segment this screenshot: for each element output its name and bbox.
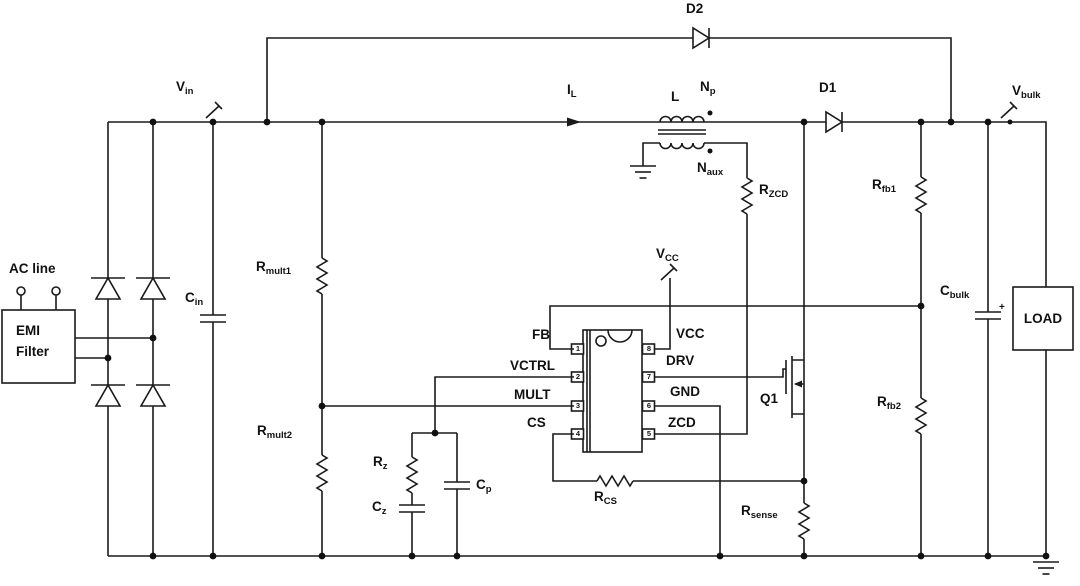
drv-gate-wire [654, 368, 786, 378]
emi-filter-label-line1: EMI [16, 323, 41, 338]
vbulk-probe-icon [1000, 101, 1018, 119]
cin-label: Cin [185, 290, 204, 308]
aux-winding-wires [642, 142, 748, 178]
controller-ic-body [582, 329, 643, 453]
vcc-probe-icon [660, 263, 678, 281]
np-label: Np [700, 79, 716, 97]
rfb1-label: Rfb1 [872, 177, 896, 195]
resistor-rz-icon [406, 456, 418, 494]
vcc-wire [654, 278, 671, 350]
pin-number-5: 5 [646, 429, 652, 438]
rcs-label: RCS [594, 489, 617, 507]
resistor-rmult1-icon [316, 257, 328, 295]
cs-wire [552, 433, 804, 482]
fb-wire [549, 305, 921, 350]
ic-pin-5 [641, 428, 656, 440]
cbulk-polarity-label: + [999, 302, 1005, 313]
rmult2-label: Rmult2 [257, 423, 293, 441]
pin-zcd-label: ZCD [668, 415, 696, 430]
pin-fb-label: FB [532, 327, 550, 342]
ac-terminal-wires [20, 295, 57, 310]
rfb2-label: Rfb2 [877, 394, 901, 412]
pin-number-7: 7 [646, 372, 652, 381]
gnd-wire [654, 405, 721, 556]
inductor-l-label: L [671, 89, 680, 104]
bridge-diode-icon [90, 384, 126, 407]
capacitor-cp-icon [443, 481, 471, 490]
emi-filter-label-line2: Filter [16, 344, 50, 359]
emi-output-wires [75, 337, 153, 359]
resistor-rcs-icon [596, 475, 634, 487]
ic-pin1-marker-icon [595, 335, 607, 347]
pin-number-2: 2 [575, 372, 581, 381]
naux-polarity-dot [707, 148, 713, 154]
inductor-primary-icon [659, 115, 705, 123]
d2-label: D2 [686, 1, 704, 16]
rzcd-label: RZCD [759, 182, 789, 200]
resistor-rmult2-icon [316, 454, 328, 492]
q1-label: Q1 [760, 391, 779, 406]
pin-drv-label: DRV [666, 353, 695, 368]
bridge-diode-icon [135, 277, 171, 300]
emi-filter-box [1, 309, 76, 384]
il-label: IL [567, 82, 577, 100]
junction-dots [104, 110, 1050, 560]
bridge-diode-icon [90, 277, 126, 300]
resistor-rfb1-icon [915, 176, 927, 214]
pin-number-6: 6 [646, 401, 652, 410]
vin-probe-icon [205, 101, 223, 119]
ground-icon [629, 165, 657, 179]
resistor-rzcd-icon [741, 177, 753, 215]
pin-mult-label: MULT [514, 387, 551, 402]
np-polarity-dot [707, 110, 713, 116]
zcd-wire [654, 214, 748, 435]
ac-line-label: AC line [9, 261, 56, 276]
pin-number-8: 8 [646, 344, 652, 353]
vbulk-label: Vbulk [1012, 83, 1041, 101]
pin-gnd-label: GND [670, 384, 700, 399]
top-rail-wire [108, 121, 1047, 556]
diode-d1-icon [825, 111, 843, 133]
inductor-aux-icon [659, 142, 705, 150]
cbulk-label: Cbulk [940, 283, 970, 301]
rsense-label: Rsense [741, 503, 778, 521]
d2-wire [266, 37, 952, 122]
ic-side-lines [586, 330, 591, 452]
vcc-probe-label: VCC [656, 246, 679, 264]
il-current-arrow-icon [567, 117, 581, 127]
resistor-rsense-icon [798, 502, 810, 540]
vctrl-wire [411, 376, 574, 556]
mosfet-q1-icon [785, 356, 804, 418]
pin-vctrl-label: VCTRL [510, 358, 555, 373]
ac-terminal-icon [16, 286, 26, 296]
ac-terminal-icon [51, 286, 61, 296]
capacitor-cbulk-icon [974, 311, 1002, 320]
vin-label: Vin [176, 79, 194, 97]
capacitor-cz-icon [398, 504, 426, 513]
pin-number-3: 3 [575, 401, 581, 410]
pin-cs-label: CS [527, 415, 546, 430]
cp-label: Cp [476, 477, 492, 495]
rmult1-label: Rmult1 [256, 259, 292, 277]
capacitor-cin-icon [199, 314, 227, 323]
cz-label: Cz [372, 499, 387, 517]
ground-icon [1032, 561, 1060, 575]
ic-notch-icon [607, 329, 633, 343]
naux-label: Naux [697, 160, 724, 178]
diode-d2-icon [692, 27, 710, 49]
load-label: LOAD [1023, 311, 1063, 326]
resistor-rfb2-icon [915, 397, 927, 435]
d1-label: D1 [819, 80, 837, 95]
transformer-core-icon [658, 129, 706, 135]
pin-vcc-label: VCC [676, 326, 705, 341]
pin-number-4: 4 [575, 429, 581, 438]
load-box [1012, 286, 1074, 351]
bridge-diode-icon [135, 384, 171, 407]
mosfet-arrow-icon [794, 380, 802, 388]
rz-label: Rz [373, 454, 388, 472]
pin-number-1: 1 [575, 344, 581, 353]
